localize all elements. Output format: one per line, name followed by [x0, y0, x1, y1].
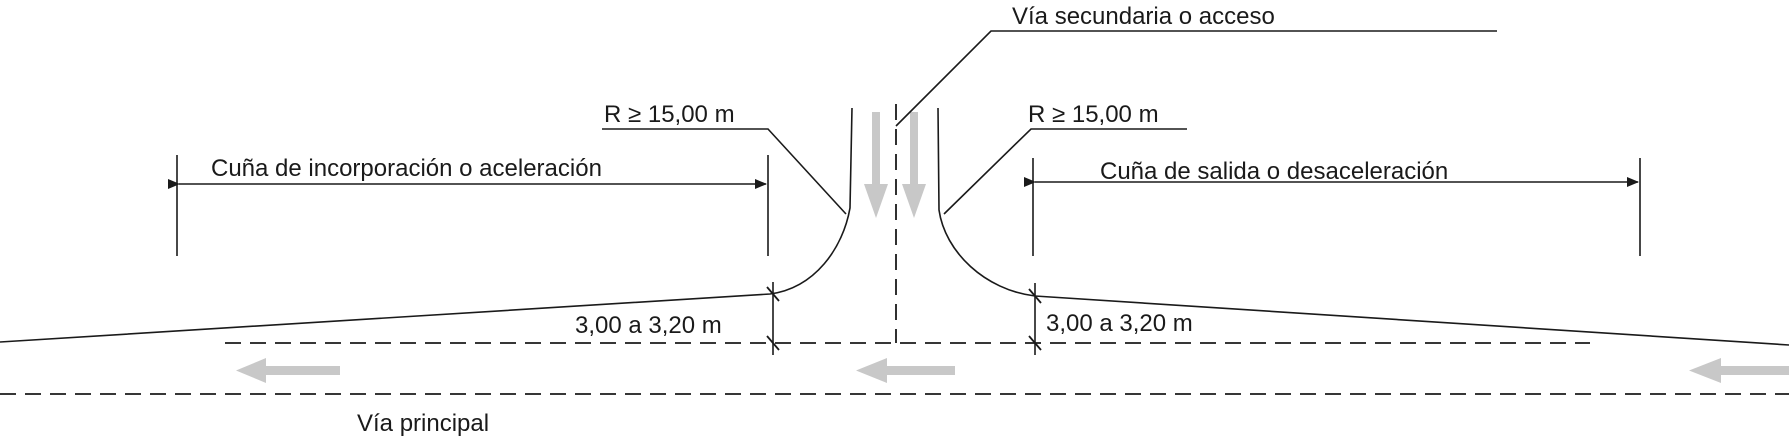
deceleration-wedge-label: Cuña de salida o desaceleración	[1100, 158, 1448, 185]
main-road-right-edge	[937, 107, 1789, 346]
traffic-arrow-down-left	[864, 112, 888, 218]
radius-right-leader	[943, 128, 1187, 215]
lane-width-dimension-right	[1028, 283, 1042, 355]
lane-width-dimension-left	[766, 282, 780, 355]
main-road-label: Vía principal	[357, 410, 489, 437]
traffic-arrow-right	[1689, 358, 1789, 383]
traffic-arrow-center	[856, 358, 955, 383]
secondary-road-label: Vía secundaria o acceso	[1012, 3, 1275, 30]
radius-left-leader	[602, 128, 847, 215]
lane-width-right-label: 3,00 a 3,20 m	[1046, 310, 1193, 337]
radius-left-label: R ≥ 15,00 m	[604, 101, 735, 128]
acceleration-wedge-label: Cuña de incorporación o aceleración	[211, 155, 602, 182]
traffic-arrow-down-right	[902, 112, 926, 218]
lane-width-left-label: 3,00 a 3,20 m	[575, 312, 722, 339]
main-road-left-edge	[0, 107, 853, 343]
radius-right-label: R ≥ 15,00 m	[1028, 101, 1159, 128]
secondary-road-leader	[895, 30, 1497, 127]
traffic-arrow-left	[236, 358, 340, 383]
